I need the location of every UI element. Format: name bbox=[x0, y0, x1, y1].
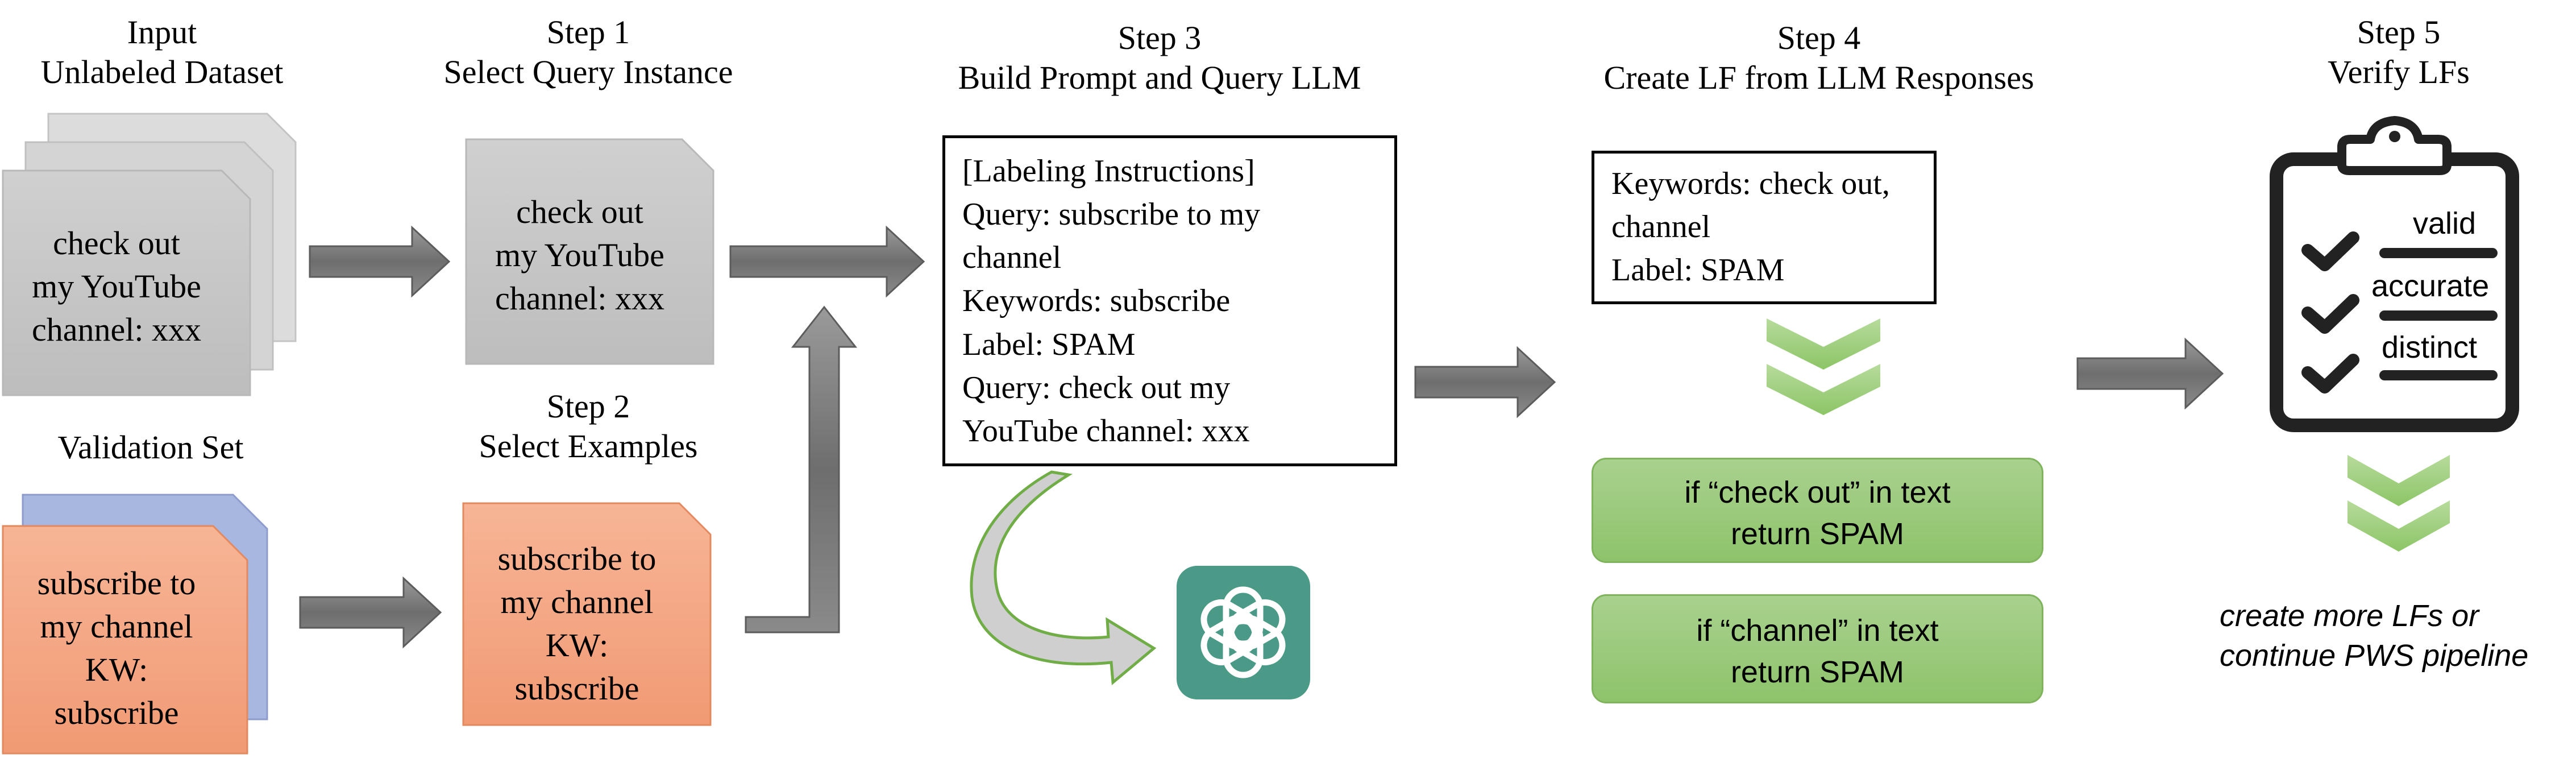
arrow-step3-to-step4 bbox=[1414, 346, 1556, 419]
header-validation-set: Validation Set bbox=[57, 429, 244, 466]
header-step5: Step 5 Verify LFs bbox=[2328, 14, 2470, 90]
footer-note: create more LFs or continue PWS pipeline bbox=[2220, 599, 2529, 673]
checklist-item-distinct: distinct bbox=[2382, 330, 2478, 364]
header-step1: Step 1 Select Query Instance bbox=[443, 14, 733, 90]
curved-arrow-to-llm bbox=[970, 470, 1157, 685]
double-chevron-down-icon-step5 bbox=[2348, 455, 2450, 552]
checklist-item-valid: valid bbox=[2413, 206, 2477, 241]
checklist-item-accurate: accurate bbox=[2371, 269, 2490, 303]
header-step3: Step 3 Build Prompt and Query LLM bbox=[958, 19, 1361, 96]
arrow-input-to-step1 bbox=[309, 225, 451, 298]
query-card bbox=[465, 138, 714, 365]
header-step4: Step 4 Create LF from LLM Responses bbox=[1603, 19, 2034, 96]
query-card-text: check out my YouTube channel: xxx bbox=[495, 193, 664, 317]
arrow-step4-to-step5 bbox=[2076, 337, 2224, 410]
lf-box-channel: if “channel” in text return SPAM bbox=[1592, 594, 2043, 703]
arrow-step2-up-to-step3 bbox=[745, 305, 858, 633]
example-card bbox=[462, 502, 712, 726]
validation-card-text: subscribe to my channel KW: subscribe bbox=[37, 565, 196, 731]
header-input: Input Unlabeled Dataset bbox=[40, 14, 284, 90]
header-step2: Step 2 Select Examples bbox=[479, 388, 698, 465]
clipboard-checklist-icon bbox=[2270, 116, 2519, 432]
validation-card-stack bbox=[2, 494, 268, 755]
prompt-box: [Labeling Instructions] Query: subscribe… bbox=[942, 135, 1397, 466]
dataset-card-stack bbox=[2, 113, 297, 396]
arrow-step1-to-step3 bbox=[729, 225, 925, 298]
lf-box-check-out: if “check out” in text return SPAM bbox=[1592, 458, 2043, 563]
arrow-validation-to-step2 bbox=[299, 576, 442, 649]
example-card-text: subscribe to my channel KW: subscribe bbox=[497, 540, 657, 707]
openai-logo-icon bbox=[1177, 566, 1310, 699]
dataset-card-text: check out my YouTube channel: xxx bbox=[32, 225, 201, 348]
double-chevron-down-icon-step4 bbox=[1767, 318, 1880, 415]
llm-response-box: Keywords: check out, channel Label: SPAM bbox=[1592, 151, 1937, 304]
